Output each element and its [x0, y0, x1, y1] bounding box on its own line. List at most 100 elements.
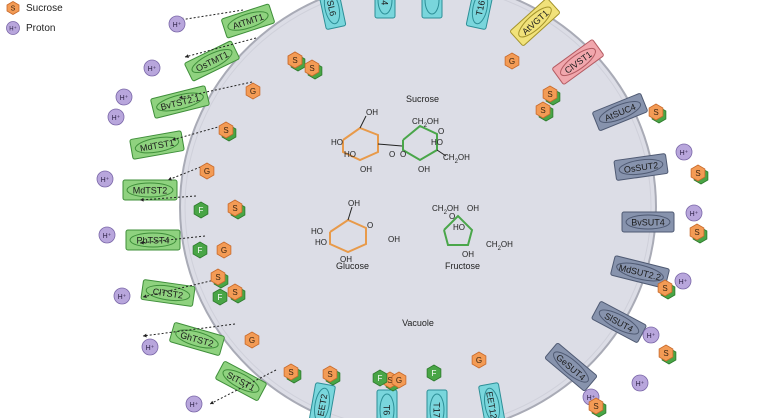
svg-text:S: S — [593, 402, 598, 411]
transporter-slsut4: SlSUT4 — [591, 301, 647, 343]
transporter-ostmt1: OsTMT1 — [184, 40, 240, 82]
transporter-core — [518, 6, 552, 38]
svg-text:H⁺: H⁺ — [101, 177, 110, 184]
transporter-core — [191, 48, 233, 74]
transporter-label: PbTST4 — [136, 236, 169, 246]
svg-text:H⁺: H⁺ — [148, 66, 157, 73]
transporter-core — [484, 387, 500, 418]
fructose-molecule — [443, 214, 474, 246]
proton-circle-icon: H⁺ — [6, 21, 20, 35]
svg-text:HO: HO — [344, 150, 356, 159]
fructose-hexagon-icon: F — [426, 364, 442, 382]
transporter-atvgt1: AtVGT1 — [510, 0, 560, 46]
transporter-core — [429, 393, 445, 418]
transporter-label: MdTST2 — [133, 186, 168, 196]
transporter-core — [379, 393, 395, 418]
svg-text:F: F — [199, 206, 204, 215]
svg-text:S: S — [309, 64, 314, 73]
transporter-core — [471, 0, 489, 25]
svg-text:S: S — [215, 273, 220, 282]
svg-text:O: O — [389, 150, 395, 159]
svg-text:H⁺: H⁺ — [690, 211, 699, 218]
svg-text:H⁺: H⁺ — [679, 279, 688, 286]
svg-text:H⁺: H⁺ — [647, 333, 656, 340]
fructose-structure-label: Fructose — [445, 261, 480, 271]
transporter-sttst1: StTST1 — [215, 361, 267, 401]
sucrose-hexagon-icon: S — [648, 103, 667, 124]
transporter-core — [598, 309, 640, 335]
proton-circle-icon: H⁺ — [631, 374, 649, 392]
proton-circle-icon: H⁺ — [107, 108, 125, 126]
svg-text:S: S — [663, 349, 668, 358]
svg-text:S: S — [327, 370, 332, 379]
svg-text:HO: HO — [431, 138, 443, 147]
glucose-hexagon-icon: G — [391, 371, 407, 389]
proton-circle-icon: H⁺ — [185, 395, 203, 413]
proton-circle-icon: H⁺ — [642, 326, 660, 344]
svg-text:HO: HO — [331, 138, 343, 147]
svg-text:S: S — [547, 90, 552, 99]
transporter-label: ClTST2 — [152, 286, 184, 300]
fructose-hexagon-icon: F — [192, 241, 208, 259]
svg-text:O: O — [400, 150, 406, 159]
legend-proton-label: Proton — [26, 22, 56, 34]
transporter-cltst2: ClTST2 — [140, 279, 196, 307]
svg-text:O: O — [438, 127, 444, 136]
svg-text:S: S — [540, 106, 545, 115]
sucrose-hexagon-icon: S — [689, 223, 708, 244]
transporter-core — [377, 0, 393, 15]
glucose-hexagon-icon: G — [244, 331, 260, 349]
svg-text:H⁺: H⁺ — [680, 150, 689, 157]
transport-arrow — [142, 323, 236, 338]
svg-text:S: S — [288, 368, 293, 377]
transporter-core — [424, 0, 440, 15]
transporter-ossut2: OsSUT2 — [613, 153, 669, 181]
legend-proton-row: H⁺ Proton — [6, 18, 63, 38]
legend-sucrose-label: Sucrose — [26, 2, 63, 14]
transporter-label: SL6 — [325, 0, 338, 17]
svg-text:H⁺: H⁺ — [636, 381, 645, 388]
transporter-label: BvSUT4 — [631, 218, 665, 228]
transporter-label: T17 — [432, 402, 442, 418]
transporter-bvtst2-1: BvTST2.1 — [150, 85, 210, 119]
proton-circle-icon: H⁺ — [113, 287, 131, 305]
transporter-eet12: EET12 — [478, 382, 506, 418]
transporter-core — [553, 351, 589, 383]
svg-text:S: S — [292, 56, 297, 65]
svg-text:S: S — [232, 204, 237, 213]
sucrose-structure-label: Sucrose — [406, 94, 439, 104]
svg-text:OH: OH — [467, 204, 479, 213]
sucrose-hexagon-icon: S — [6, 1, 20, 15]
proton-circle-icon: H⁺ — [168, 15, 186, 33]
proton-circle-icon: H⁺ — [685, 204, 703, 222]
svg-text:F: F — [198, 246, 203, 255]
svg-text:OH: OH — [366, 108, 378, 117]
sucrose-hexagon-icon: S — [218, 121, 237, 142]
sucrose-hexagon-icon: S — [542, 85, 561, 106]
svg-text:H⁺: H⁺ — [173, 22, 182, 29]
transporter-core — [222, 369, 260, 393]
svg-text:OH: OH — [462, 250, 474, 259]
sucrose-hexagon-icon: S — [588, 397, 607, 418]
sucrose-hexagon-icon: S — [690, 164, 709, 185]
proton-circle-icon: H⁺ — [115, 88, 133, 106]
svg-text:S: S — [387, 376, 392, 385]
svg-text:S: S — [662, 284, 667, 293]
svg-text:OH: OH — [340, 255, 352, 264]
svg-text:F: F — [432, 369, 437, 378]
svg-text:OH: OH — [348, 199, 360, 208]
svg-text:OH: OH — [360, 165, 372, 174]
legend: S Sucrose H⁺ Proton — [6, 0, 63, 38]
transporter-core — [175, 329, 219, 349]
sucrose-hexagon-icon: S — [283, 363, 302, 384]
sucrose-hexagon-icon: S — [304, 59, 323, 80]
transporter-t4: T4 — [374, 0, 396, 19]
transporter-core — [134, 136, 180, 154]
vacuole-inner-membrane — [184, 0, 652, 418]
transport-arrow — [139, 195, 197, 202]
svg-text:H⁺: H⁺ — [9, 26, 17, 33]
transporter-core — [126, 182, 174, 198]
glucose-hexagon-icon: G — [471, 351, 487, 369]
sucrose-hexagon-icon: S — [657, 279, 676, 300]
transporter-label: T16 — [474, 0, 487, 17]
